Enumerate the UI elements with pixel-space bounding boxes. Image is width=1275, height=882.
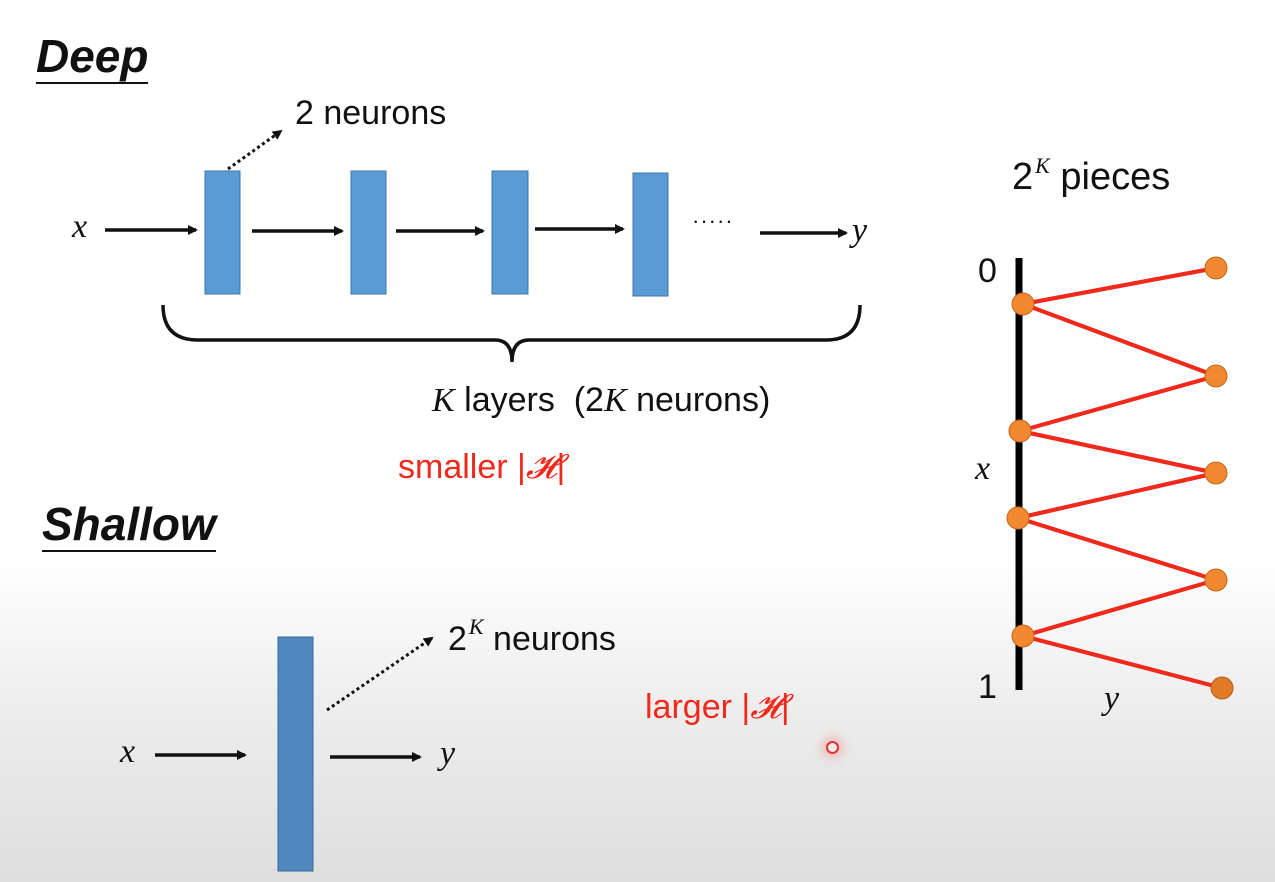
point-right-5	[1210, 676, 1234, 700]
pieces-title-sup: K	[1035, 153, 1050, 178]
axis-top-label: 0	[978, 252, 997, 290]
deep-layers-brace	[161, 304, 862, 363]
shallow-input-label: x	[120, 733, 136, 770]
deep-layers-label: K layers (2K neurons)	[432, 383, 770, 418]
pointer-cursor	[826, 741, 839, 754]
layers-text: layers (2	[454, 381, 604, 419]
point-left-4	[1011, 624, 1035, 648]
neurons-k-var: K	[603, 382, 627, 419]
smaller-h-symbol: 𝓗	[525, 449, 557, 486]
shallow-annotation-pointer	[326, 636, 434, 712]
deep-annotation-pointer	[227, 129, 283, 171]
zigzag-line-main	[1010, 266, 1223, 690]
deep-input-label: x	[72, 208, 88, 245]
larger-h-close: |	[780, 688, 790, 726]
shallow-annotation: 2K neurons	[448, 616, 616, 658]
axis-bottom-label: 1	[978, 668, 997, 706]
deep-layer-block-4	[632, 172, 669, 297]
point-left-3	[1006, 506, 1030, 530]
smaller-h-close: |	[556, 448, 566, 486]
larger-h-symbol: 𝓗	[750, 689, 781, 726]
deep-output-label: y	[852, 212, 868, 249]
deep-ellipsis: ·····	[692, 208, 734, 233]
smaller-h-text: smaller |	[398, 448, 526, 486]
pieces-title-text: pieces	[1049, 156, 1171, 198]
shallow-annotation-sup: K	[468, 614, 484, 639]
larger-h-label: larger |𝓗|	[645, 690, 790, 725]
pieces-title: 2K pieces	[1012, 155, 1171, 198]
larger-h-text: larger |	[645, 688, 751, 726]
point-right-1	[1204, 256, 1228, 280]
deep-annotation: 2 neurons	[295, 94, 447, 132]
neurons-text: neurons)	[626, 381, 771, 419]
pieces-title-base: 2	[1012, 156, 1034, 198]
point-right-3	[1204, 461, 1228, 485]
deep-layer-block-1	[204, 170, 241, 295]
point-right-2	[1204, 364, 1228, 388]
shallow-title: Shallow	[42, 500, 216, 553]
shallow-output-label: y	[440, 735, 456, 772]
smaller-h-label: smaller |𝓗|	[398, 450, 565, 485]
point-left-1	[1011, 292, 1035, 316]
pieces-y-label: y	[1104, 680, 1120, 717]
layers-k-var: K	[432, 382, 455, 419]
pieces-x-label: x	[975, 450, 991, 487]
shallow-annotation-text: neurons	[483, 620, 616, 658]
deep-title: Deep	[36, 32, 149, 85]
point-right-4	[1204, 568, 1228, 592]
shallow-annotation-base: 2	[448, 620, 467, 658]
deep-layer-block-2	[350, 170, 387, 295]
point-left-2	[1008, 419, 1032, 443]
deep-layer-block-3	[491, 170, 529, 295]
shallow-layer-block	[277, 636, 314, 872]
